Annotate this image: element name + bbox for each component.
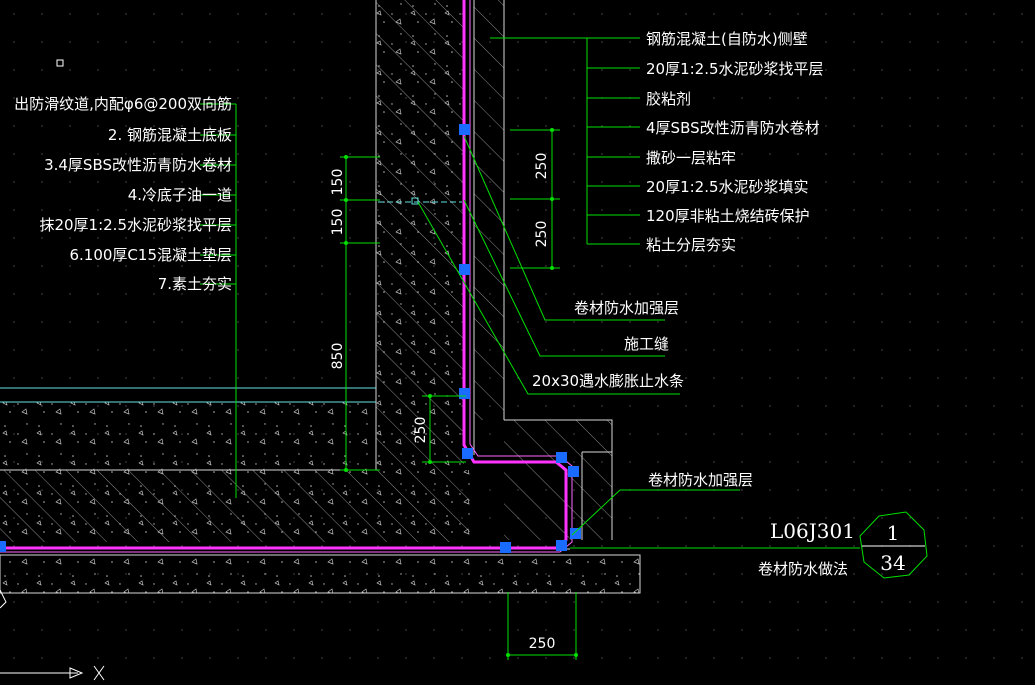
right-label-list: 钢筋混凝土(自防水)侧壁 20厚1:2.5水泥砂浆找平层 胶粘剂 4厚SBS改性…	[646, 30, 824, 254]
detail-caption: 卷材防水做法	[758, 560, 848, 578]
right-label: 撒砂一层粘牢	[646, 149, 736, 167]
reinforce-top-label: 卷材防水加强层	[574, 299, 679, 317]
detail-numerator: 1	[887, 521, 900, 545]
membrane-nodes	[0, 124, 581, 553]
right-label: 钢筋混凝土(自防水)侧壁	[646, 30, 808, 48]
small-square-marker-icon	[56, 59, 64, 67]
side-wall	[375, 0, 464, 470]
dim-250-right-top: 250	[534, 153, 550, 180]
right-label: 120厚非粘土烧结砖保护	[646, 207, 810, 225]
ucs-axis-icon	[0, 589, 105, 681]
right-leaders	[490, 37, 640, 245]
left-label: 3.4厚SBS改性沥青防水卷材	[44, 156, 232, 174]
dim-850: 850	[330, 343, 346, 370]
dimension-right	[510, 128, 560, 270]
dimension-bottom	[506, 592, 578, 660]
right-label: 20厚1:2.5水泥砂浆填实	[646, 178, 809, 196]
detail-reference: L06J301 卷材防水做法 1 34	[758, 511, 928, 579]
left-label: 出防滑纹道,内配φ6@200双向筋	[14, 95, 232, 113]
cushion-layer	[0, 548, 641, 594]
detail-code: L06J301	[770, 519, 855, 543]
right-label: 粘土分层夯实	[646, 236, 736, 254]
toe-block	[504, 419, 613, 540]
waterstop	[378, 197, 462, 205]
left-leaders	[200, 103, 237, 498]
reinforce-bottom-label: 卷材防水加强层	[648, 471, 753, 489]
right-label: 20厚1:2.5水泥砂浆找平层	[646, 60, 824, 78]
waterstop-label: 20x30遇水膨胀止水条	[532, 372, 684, 390]
right-label: 胶粘剂	[646, 90, 691, 108]
bottom-slab	[0, 469, 470, 542]
construction-joint-label: 施工缝	[624, 335, 669, 353]
left-label-list: 出防滑纹道,内配φ6@200双向筋 2. 钢筋混凝土底板 3.4厚SBS改性沥青…	[14, 95, 232, 293]
left-label: 2. 钢筋混凝土底板	[108, 126, 232, 144]
dimension-left	[340, 155, 466, 472]
dim-250-left: 250	[413, 417, 429, 444]
left-label: 4.冷底子油一道	[128, 186, 232, 204]
dim-250-bottom: 250	[529, 636, 556, 652]
dim-150-top: 150	[330, 169, 346, 196]
detail-denominator: 34	[880, 551, 905, 575]
protection-wall	[473, 0, 505, 455]
floor-finish-layer	[0, 387, 376, 470]
left-label: 6.100厚C15混凝土垫层	[69, 246, 232, 264]
right-label: 4厚SBS改性沥青防水卷材	[646, 119, 820, 137]
dim-150-bottom: 150	[330, 209, 346, 236]
left-label: 7.素土夯实	[158, 275, 232, 293]
mid-leaders	[417, 135, 860, 549]
dim-250-right-bottom: 250	[534, 221, 550, 248]
left-label: 抹20厚1:2.5水泥砂浆找平层	[39, 216, 232, 234]
